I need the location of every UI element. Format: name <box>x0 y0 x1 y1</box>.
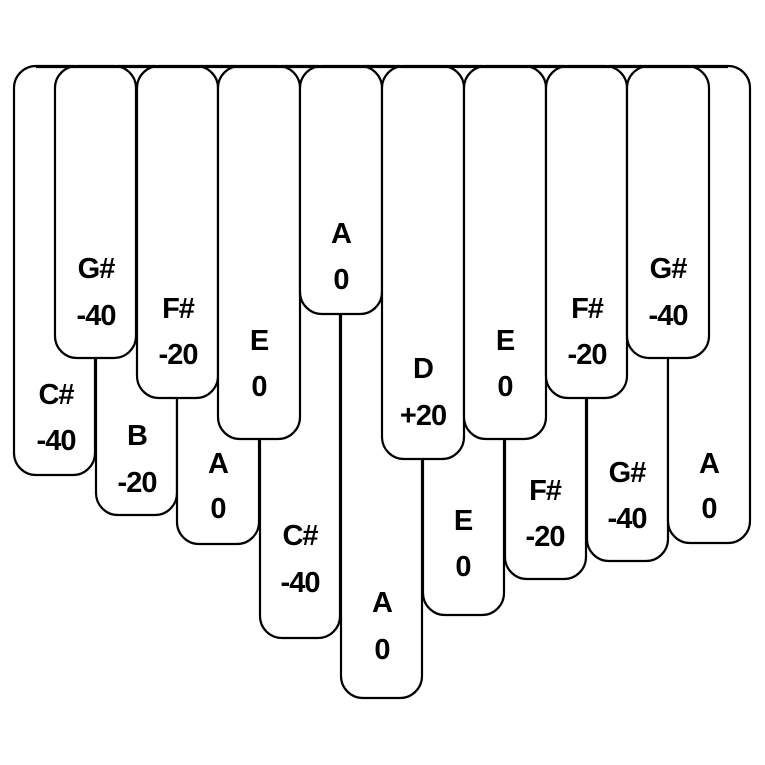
tine: A 0 <box>298 64 384 316</box>
tine-note-label: A <box>208 448 229 480</box>
tine-note-label: C# <box>38 379 74 411</box>
tine-cents-label: 0 <box>455 551 470 583</box>
tine-note-label: E <box>496 325 515 357</box>
tine-cents-label: -20 <box>568 339 607 371</box>
tine-cents-label: 0 <box>701 493 716 525</box>
tine-note-label: B <box>127 420 147 452</box>
tine-cents-label: -20 <box>118 467 157 499</box>
tine: D +20 <box>380 64 466 461</box>
tine-note-label: F# <box>529 475 562 507</box>
tine: G# -40 <box>625 64 711 360</box>
tine-cents-label: -40 <box>608 503 647 535</box>
tine-note-label: G# <box>650 253 688 285</box>
tine: E 0 <box>462 64 548 441</box>
tine: E 0 <box>216 64 302 441</box>
tine-note-label: A <box>699 448 720 480</box>
tine-cents-label: +20 <box>400 400 446 432</box>
tine-cents-label: -20 <box>159 339 198 371</box>
tine-cents-label: 0 <box>497 371 512 403</box>
tine-cents-label: -40 <box>649 300 688 332</box>
tine-note-label: F# <box>571 293 604 325</box>
tine-cents-label: 0 <box>374 634 389 666</box>
tine-cents-label: 0 <box>333 264 348 296</box>
tine-cents-label: -20 <box>526 521 565 553</box>
tine-note-label: A <box>331 218 352 250</box>
tine-note-label: G# <box>609 457 647 489</box>
tine: F# -20 <box>135 64 220 400</box>
tine-cents-label: -40 <box>281 567 320 599</box>
tine-note-label: F# <box>162 293 195 325</box>
tine-note-label: G# <box>78 253 116 285</box>
tine-note-label: E <box>250 325 269 357</box>
tine-note-label: E <box>454 505 473 537</box>
tine-note-label: C# <box>282 520 318 552</box>
tine-cents-label: 0 <box>251 371 266 403</box>
tine: F# -20 <box>544 64 629 400</box>
tine-cents-label: 0 <box>210 493 225 525</box>
tine-cents-label: -40 <box>77 300 116 332</box>
tine-note-label: D <box>413 353 433 385</box>
tine-cents-label: -40 <box>37 425 76 457</box>
tine: G# -40 <box>53 64 138 360</box>
tine-note-label: A <box>372 587 393 619</box>
